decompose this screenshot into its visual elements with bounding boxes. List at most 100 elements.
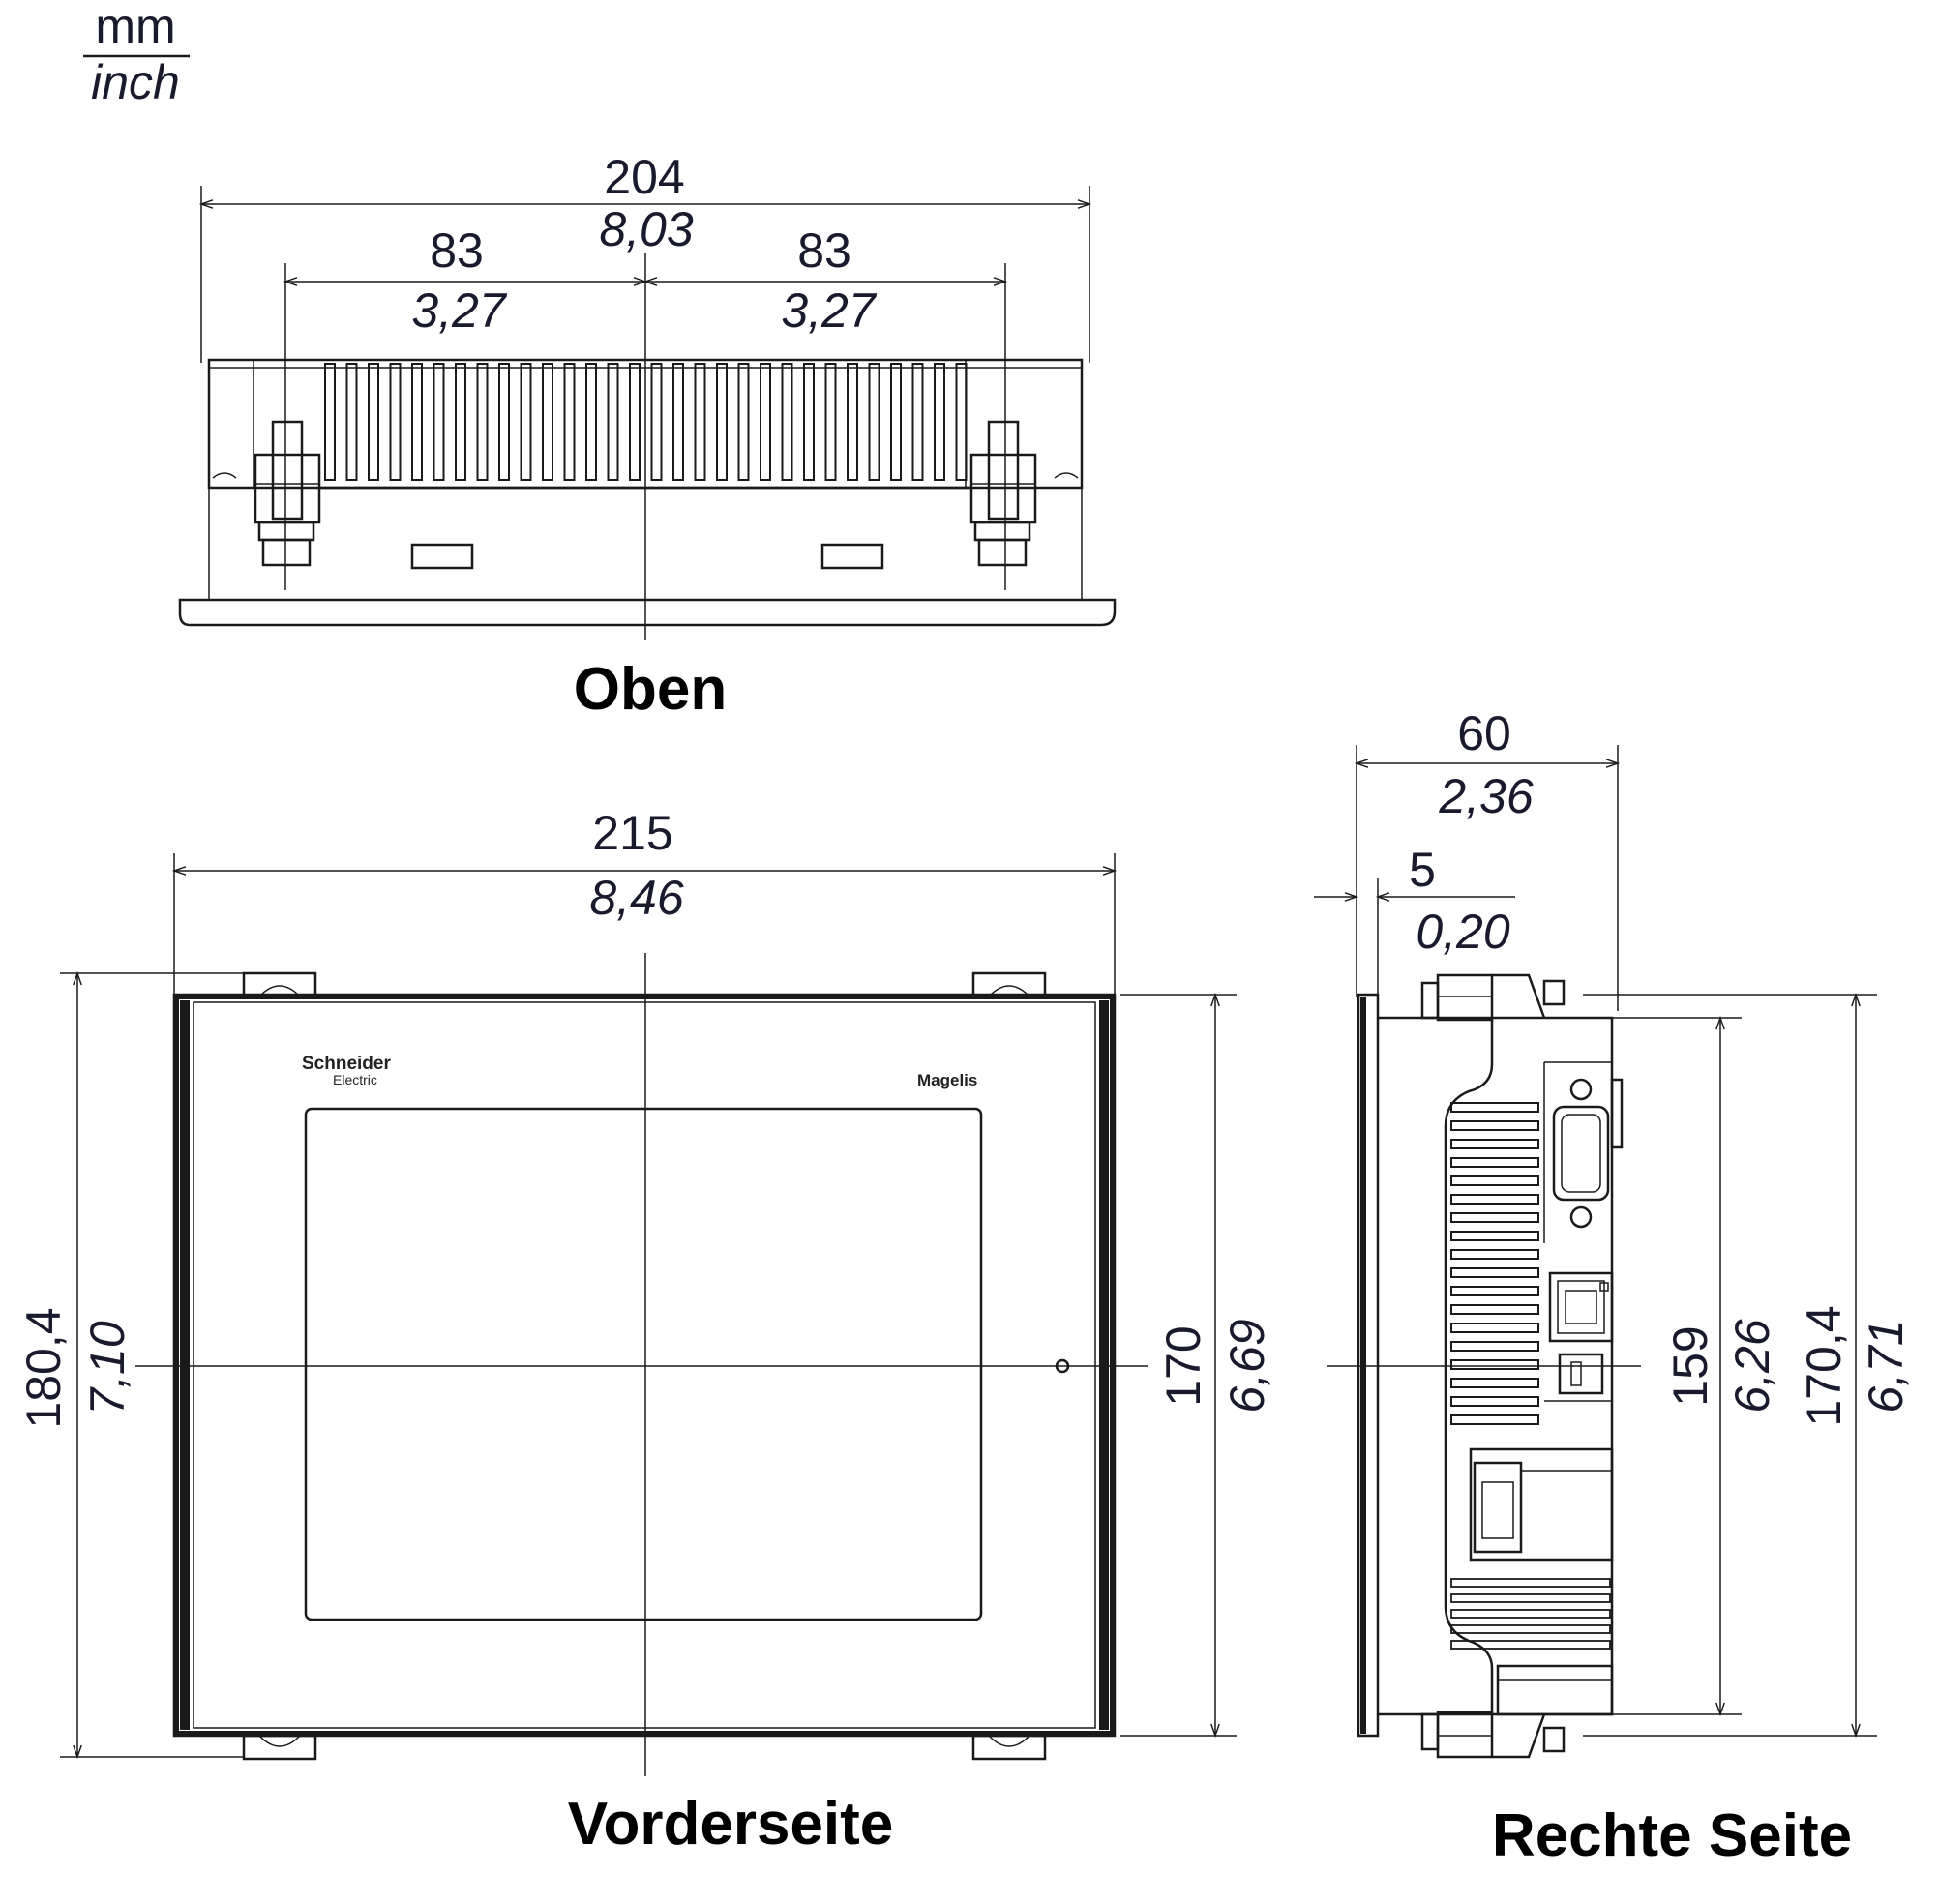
- vent-slot: [1450, 1396, 1539, 1407]
- dim-204-inch: 8,03: [599, 202, 694, 256]
- unit-inch-label: inch: [91, 55, 180, 109]
- vent-slot: [1450, 1593, 1611, 1603]
- dim-170-inch: 6,69: [1220, 1319, 1274, 1413]
- right-side-view: 60 2,36 5 0,20 159 6,26 170,4 6,71: [1314, 706, 1913, 1869]
- vent-slot: [563, 363, 576, 481]
- dim-215-mm: 215: [592, 806, 672, 860]
- vent-slot: [1450, 1267, 1539, 1278]
- vent-slot: [868, 363, 880, 481]
- front-view: 215 8,46 180,4 7,10 170 6,69: [16, 806, 1274, 1858]
- vent-slot: [1450, 1359, 1539, 1370]
- vent-slot: [455, 363, 466, 481]
- view-title-top: Oben: [574, 656, 727, 723]
- dim-83-left-mm: 83: [430, 223, 484, 278]
- dim-83-right-mm: 83: [797, 223, 851, 278]
- vent-slot: [411, 363, 423, 481]
- vent-slot: [1450, 1139, 1539, 1149]
- vent-slot: [1450, 1323, 1539, 1333]
- top-bezel: [178, 598, 1117, 627]
- dim-5-mm: 5: [1409, 843, 1436, 897]
- dim-204-mm: 204: [604, 150, 684, 204]
- side-body-outline: [1378, 1016, 1614, 1716]
- brand-magelis: Magelis: [917, 1071, 977, 1089]
- dim-170-4-inch: 6,71: [1859, 1319, 1913, 1413]
- side-ventilation: [1450, 1102, 1539, 1425]
- vent-slot: [520, 363, 532, 481]
- vent-slot: [781, 363, 793, 481]
- view-title-right-side: Rechte Seite: [1492, 1802, 1852, 1869]
- serial-port: [1543, 1061, 1612, 1243]
- vent-slot: [694, 363, 706, 481]
- front-frame-inner: [193, 1001, 1096, 1729]
- bottom-block: [1496, 1664, 1614, 1716]
- side-clamp-bottom: [1420, 1711, 1566, 1759]
- vent-slot: [824, 363, 837, 481]
- vent-slot: [737, 363, 750, 481]
- dim-170-4-mm: 170,4: [1797, 1305, 1851, 1426]
- ethernet-port: [1548, 1271, 1614, 1343]
- vent-slot: [498, 363, 510, 481]
- dim-215-inch: 8,46: [589, 871, 684, 925]
- vent-slot: [1450, 1609, 1611, 1619]
- brand-electric: Electric: [333, 1072, 377, 1087]
- clip-slot: [410, 543, 474, 570]
- side-clamp-top: [1420, 973, 1566, 1022]
- vent-slot: [1450, 1640, 1611, 1650]
- mounting-clamp-right: [970, 420, 1037, 567]
- front-frame-outer: [172, 993, 1117, 1738]
- vent-slot: [629, 363, 641, 481]
- vent-slot: [890, 363, 902, 481]
- vent-slot: [433, 363, 445, 481]
- dim-180-4-mm: 180,4: [16, 1307, 71, 1428]
- vent-slot: [1450, 1249, 1539, 1260]
- vent-slot: [345, 363, 358, 481]
- vent-slot: [542, 363, 553, 481]
- power-connector: [1469, 1447, 1614, 1562]
- vent-slot: [1450, 1157, 1539, 1168]
- vent-slot: [476, 363, 489, 481]
- dim-159-inch: 6,26: [1725, 1319, 1779, 1413]
- vent-slot: [1450, 1624, 1611, 1634]
- clip-slot: [820, 543, 884, 570]
- status-led: [1055, 1358, 1070, 1374]
- ventilation-slots: [324, 363, 968, 481]
- vent-slot: [716, 363, 728, 481]
- bottom-vents: [1450, 1578, 1611, 1650]
- vent-slot: [760, 363, 771, 481]
- dim-5-inch: 0,20: [1416, 905, 1510, 959]
- vent-slot: [1450, 1286, 1539, 1296]
- vent-slot: [1450, 1304, 1539, 1315]
- top-view-body: [178, 358, 1117, 627]
- usb-port: [1544, 1353, 1612, 1402]
- vent-slot: [1450, 1175, 1539, 1186]
- units-legend: mm inch: [83, 0, 190, 109]
- view-title-front: Vorderseite: [568, 1791, 894, 1858]
- unit-mm-label: mm: [95, 0, 175, 53]
- dim-83-right-inch: 3,27: [781, 283, 878, 338]
- vent-slot: [1450, 1102, 1539, 1113]
- vent-slot: [607, 363, 619, 481]
- vent-slot: [1450, 1120, 1539, 1131]
- dim-170-mm: 170: [1156, 1325, 1210, 1406]
- vent-slot: [368, 363, 379, 481]
- dim-60-mm: 60: [1457, 706, 1511, 760]
- dim-60-inch: 2,36: [1438, 769, 1534, 823]
- vent-slot: [1450, 1194, 1539, 1205]
- frame-edge-left: [180, 1000, 190, 1730]
- top-view: 204 8,03 83 3,27 83 3,27: [178, 150, 1117, 723]
- vent-slot: [650, 363, 663, 481]
- brand-schneider: Schneider: [302, 1054, 391, 1074]
- vent-slot: [934, 363, 945, 481]
- vent-slot: [1450, 1231, 1539, 1241]
- mounting-clamp-left: [254, 420, 321, 567]
- dim-180-4-inch: 7,10: [80, 1321, 134, 1415]
- vent-slot: [1450, 1212, 1539, 1223]
- side-knob: [1610, 1078, 1624, 1149]
- vent-slot: [1450, 1378, 1539, 1388]
- dim-83-left-inch: 3,27: [411, 283, 508, 338]
- vent-slot: [1450, 1341, 1539, 1352]
- vent-slot: [1450, 1578, 1611, 1588]
- vent-slot: [955, 363, 968, 481]
- display-screen: [304, 1107, 983, 1621]
